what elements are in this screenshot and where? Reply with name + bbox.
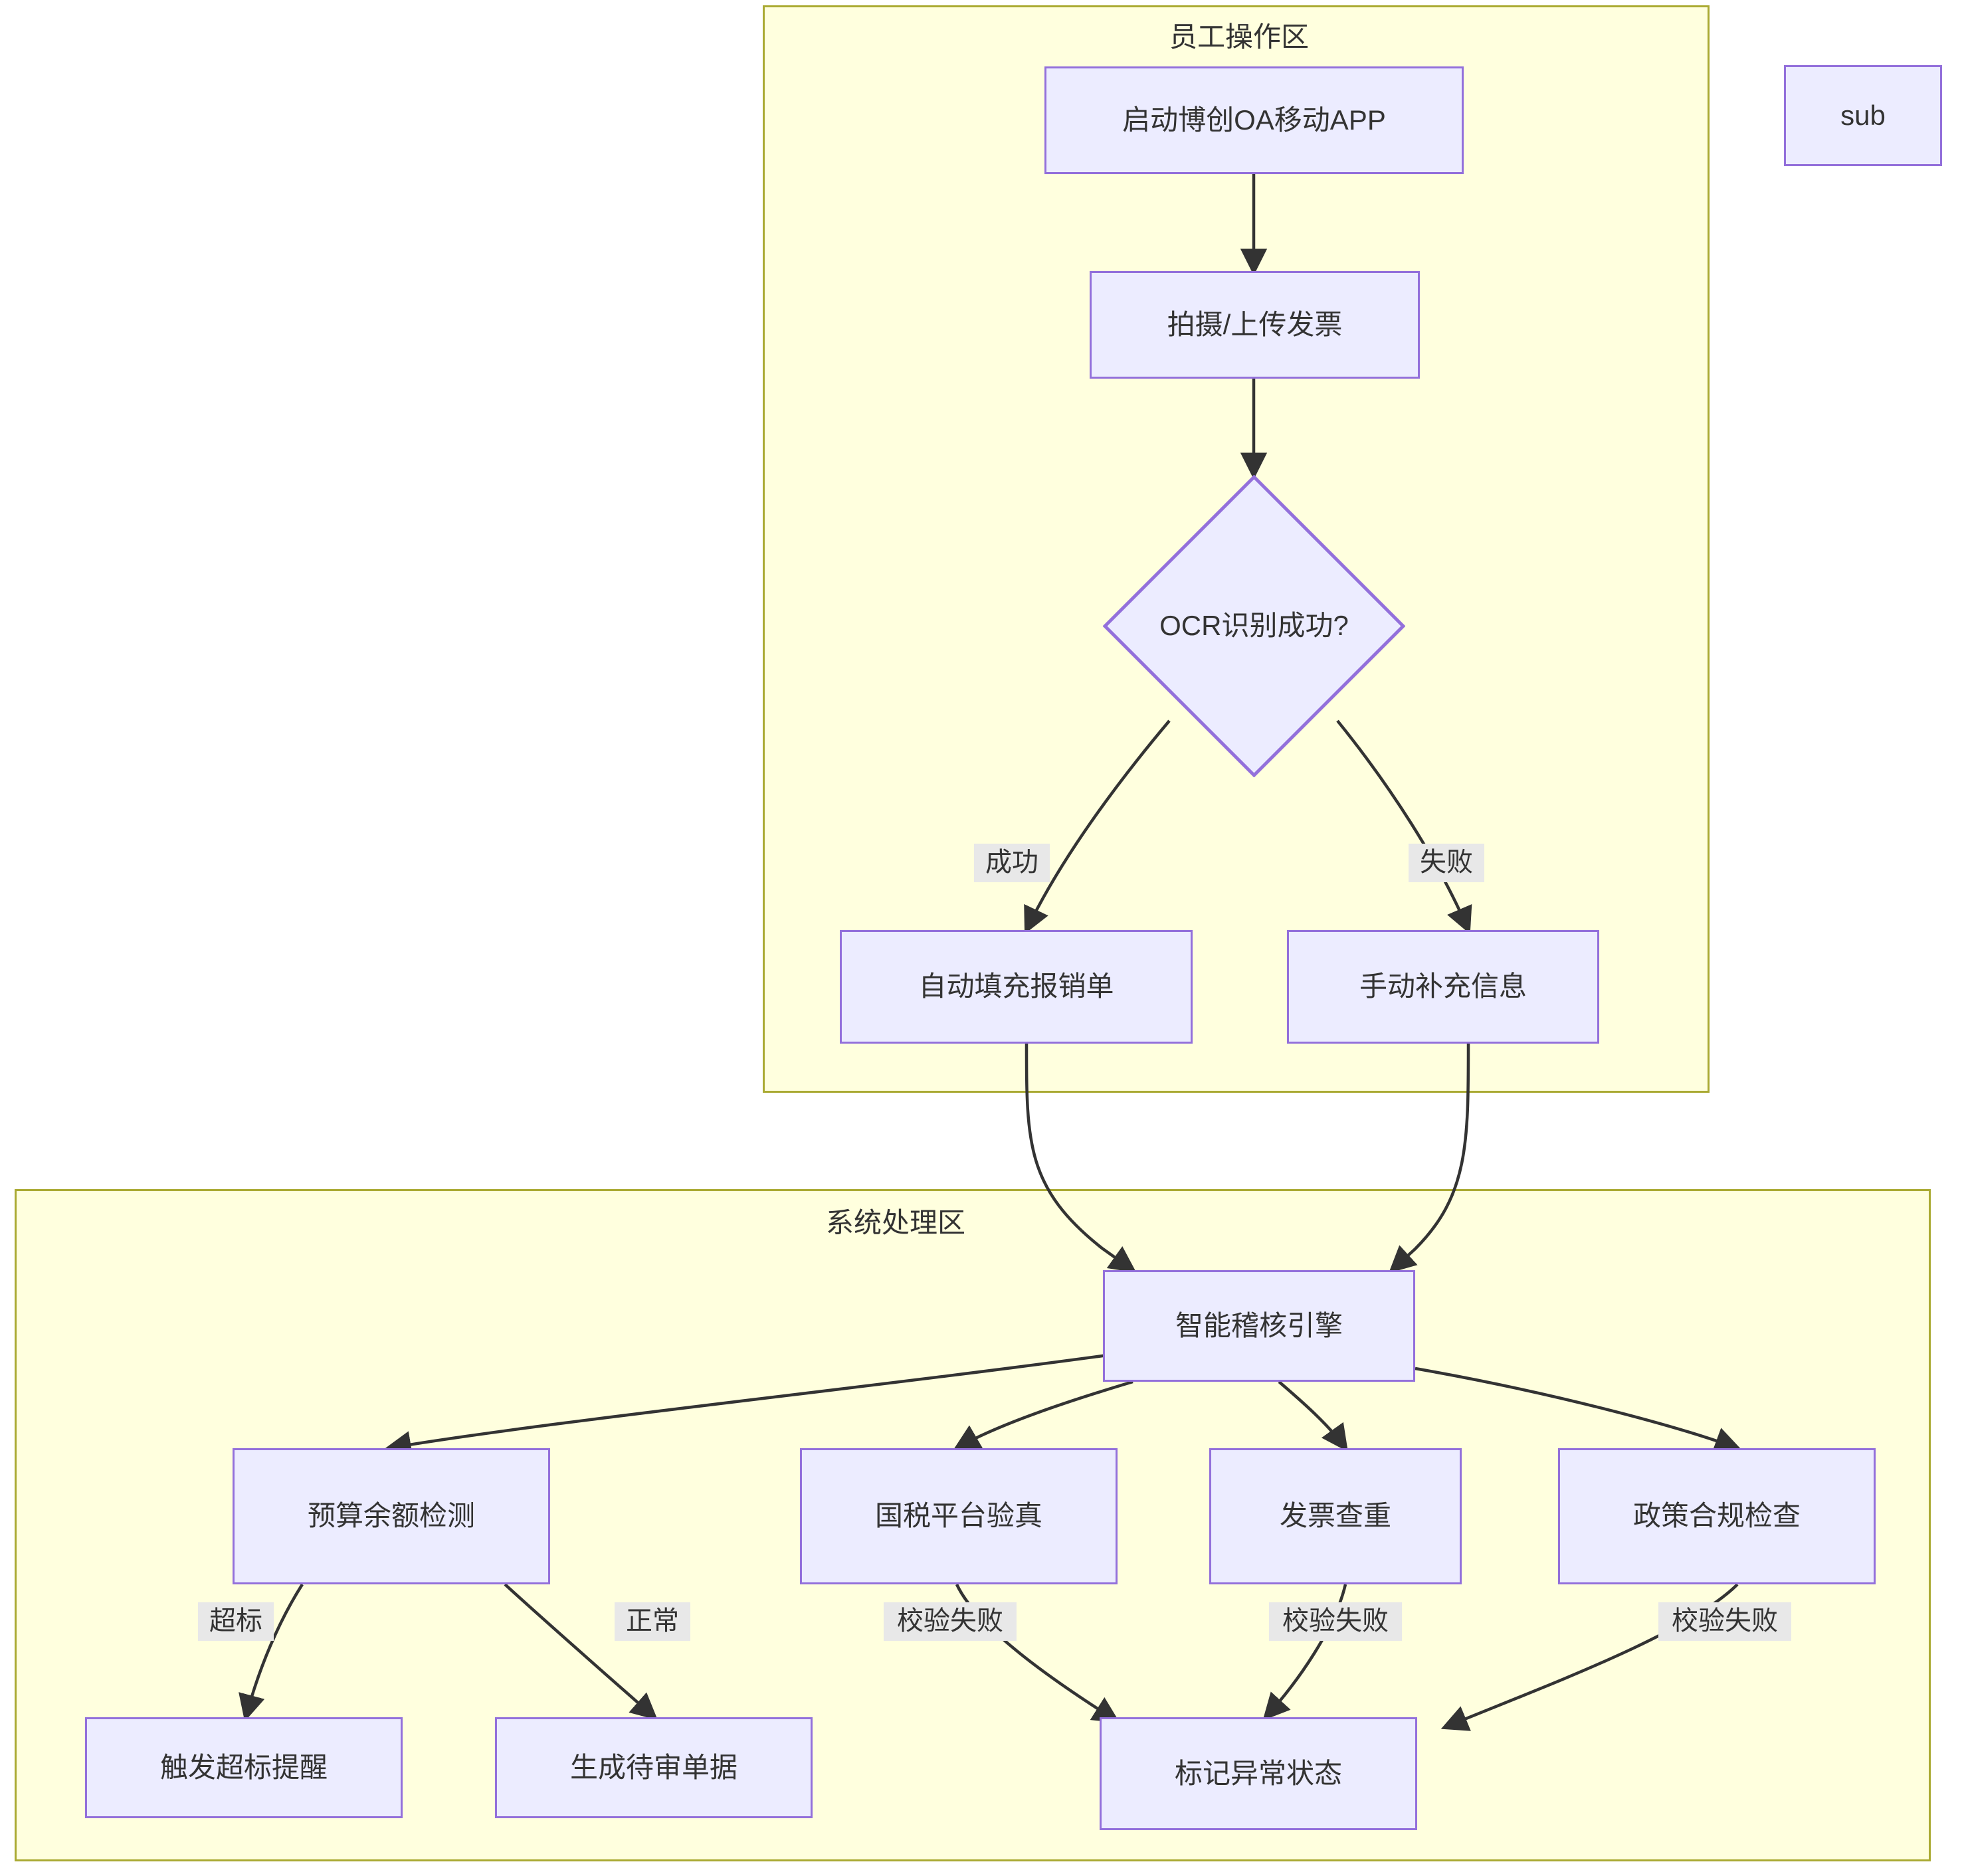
node-ocr-check[interactable]: OCR识别成功? [1103, 475, 1405, 777]
edge-label-ocr-success: 成功 [974, 844, 1050, 882]
node-ocr-check-label: OCR识别成功? [1159, 610, 1349, 642]
node-sub[interactable]: sub [1784, 65, 1942, 166]
node-mark-abnormal[interactable]: 标记异常状态 [1100, 1717, 1417, 1830]
node-dup-check[interactable]: 发票查重 [1209, 1448, 1462, 1584]
node-over-budget-alert[interactable]: 触发超标提醒 [85, 1717, 403, 1818]
node-auto-fill[interactable]: 自动填充报销单 [840, 930, 1193, 1044]
edge-label-verify-fail-2: 校验失败 [1269, 1602, 1402, 1641]
edge-label-budget-over: 超标 [198, 1602, 274, 1641]
edge-label-verify-fail-1: 校验失败 [884, 1602, 1017, 1641]
node-budget-check[interactable]: 预算余额检测 [233, 1448, 550, 1584]
node-audit-engine[interactable]: 智能稽核引擎 [1103, 1270, 1415, 1382]
node-start-app[interactable]: 启动博创OA移动APP [1044, 66, 1464, 174]
node-policy-check[interactable]: 政策合规检查 [1558, 1448, 1876, 1584]
edge-label-ocr-fail: 失败 [1409, 844, 1484, 882]
cluster-system-zone-title: 系统处理区 [825, 1207, 965, 1238]
node-tax-verify[interactable]: 国税平台验真 [800, 1448, 1118, 1584]
edge-label-budget-normal: 正常 [615, 1602, 690, 1641]
edge-label-verify-fail-3: 校验失败 [1658, 1602, 1791, 1641]
node-manual-fill[interactable]: 手动补充信息 [1287, 930, 1599, 1044]
node-capture-invoice[interactable]: 拍摄/上传发票 [1090, 271, 1420, 379]
node-pending-doc[interactable]: 生成待审单据 [495, 1717, 813, 1818]
ocr-check-diamond-shape [1103, 475, 1405, 777]
cluster-employee-zone-title: 员工操作区 [1169, 21, 1309, 52]
